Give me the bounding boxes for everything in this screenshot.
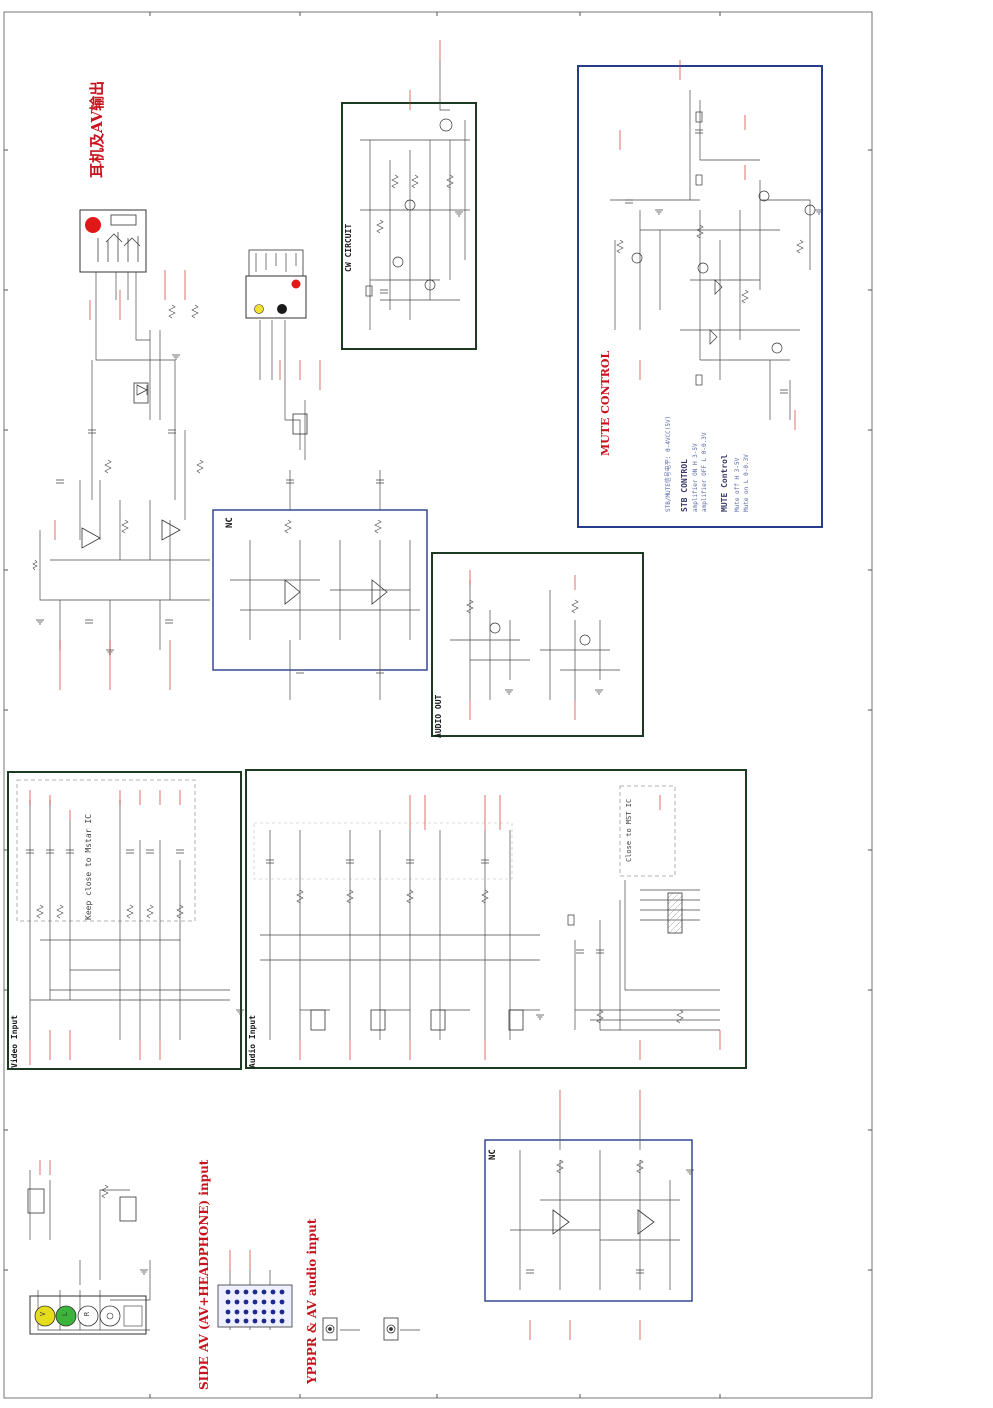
jack-label-r: R bbox=[83, 1311, 92, 1317]
audio-input-label: Audio Input bbox=[248, 1015, 257, 1068]
jack-green bbox=[55, 1305, 77, 1327]
nc-top-label: NC bbox=[225, 517, 235, 528]
audio-out-label: AUDIO OUT bbox=[434, 694, 443, 738]
ground-symbols bbox=[36, 209, 823, 1275]
video-input-box bbox=[7, 771, 242, 1070]
mst-dashed-box bbox=[619, 785, 676, 877]
stb-off-note: amplifier OFF L 0-0.3V bbox=[701, 432, 708, 512]
mute-off-note: Mute off H 3-5V bbox=[734, 457, 741, 512]
jack-yellow bbox=[34, 1305, 56, 1327]
side-av-title: SIDE AV (AV+HEADPHONE) input bbox=[197, 1159, 211, 1390]
side-av-connector bbox=[29, 1295, 147, 1335]
mute-on-note: Mute on L 0-0.3V bbox=[743, 454, 750, 512]
capacitors bbox=[26, 129, 788, 1274]
mst-note: Close to MST IC bbox=[625, 798, 633, 862]
mute-control-box bbox=[577, 65, 823, 528]
stb-control-heading: STB CONTROL bbox=[680, 459, 689, 512]
jack-white-r bbox=[99, 1305, 121, 1327]
diodes-and-beads bbox=[136, 111, 723, 926]
stb-mute-logic-note: STB/MUTE信号电平: 0-4VCC(5V) bbox=[665, 415, 672, 512]
audio-dashed-box bbox=[253, 822, 513, 880]
mstar-note: Keep close to Mstar IC bbox=[84, 814, 93, 920]
transistors bbox=[392, 118, 816, 646]
video-input-label: Video Input bbox=[10, 1015, 19, 1068]
earphone-jack-connector bbox=[79, 209, 147, 273]
nc-bottom-label: NC bbox=[488, 1149, 498, 1160]
ypbpr-title: YPBPR & AV audio input bbox=[305, 1218, 319, 1384]
section-boxes bbox=[7, 65, 823, 1302]
ypbpr-jacks bbox=[322, 1317, 399, 1341]
mute-control-heading: MUTE Control bbox=[720, 454, 729, 512]
cw-circuit-box bbox=[341, 102, 477, 350]
audio-out-box bbox=[431, 552, 644, 737]
nc-bottom-box bbox=[484, 1139, 693, 1302]
jack-white-l bbox=[77, 1305, 99, 1327]
earphone-av-output-title: 耳机及AV输出 bbox=[88, 80, 106, 178]
av-output-connector bbox=[245, 249, 307, 319]
mstar-dashed-box bbox=[16, 779, 196, 922]
pin-header bbox=[217, 1284, 293, 1328]
integrated-circuits bbox=[27, 382, 683, 1222]
stb-on-note: amplifier ON H 3-5V bbox=[692, 443, 699, 512]
cw-circuit-label: CW CIRCUIT bbox=[344, 223, 353, 272]
nc-top-box bbox=[212, 509, 428, 671]
resistors bbox=[32, 174, 804, 1199]
wiring-dark bbox=[29, 60, 811, 1331]
jack-label-l: L bbox=[61, 1311, 70, 1317]
op-amps bbox=[81, 519, 655, 1235]
audio-input-box bbox=[245, 769, 747, 1069]
mute-control-label: MUTE CONTROL bbox=[599, 350, 612, 456]
jack-label-v: V bbox=[39, 1311, 48, 1317]
wiring-net-red bbox=[29, 40, 796, 1340]
drawing-frame bbox=[3, 11, 873, 1399]
